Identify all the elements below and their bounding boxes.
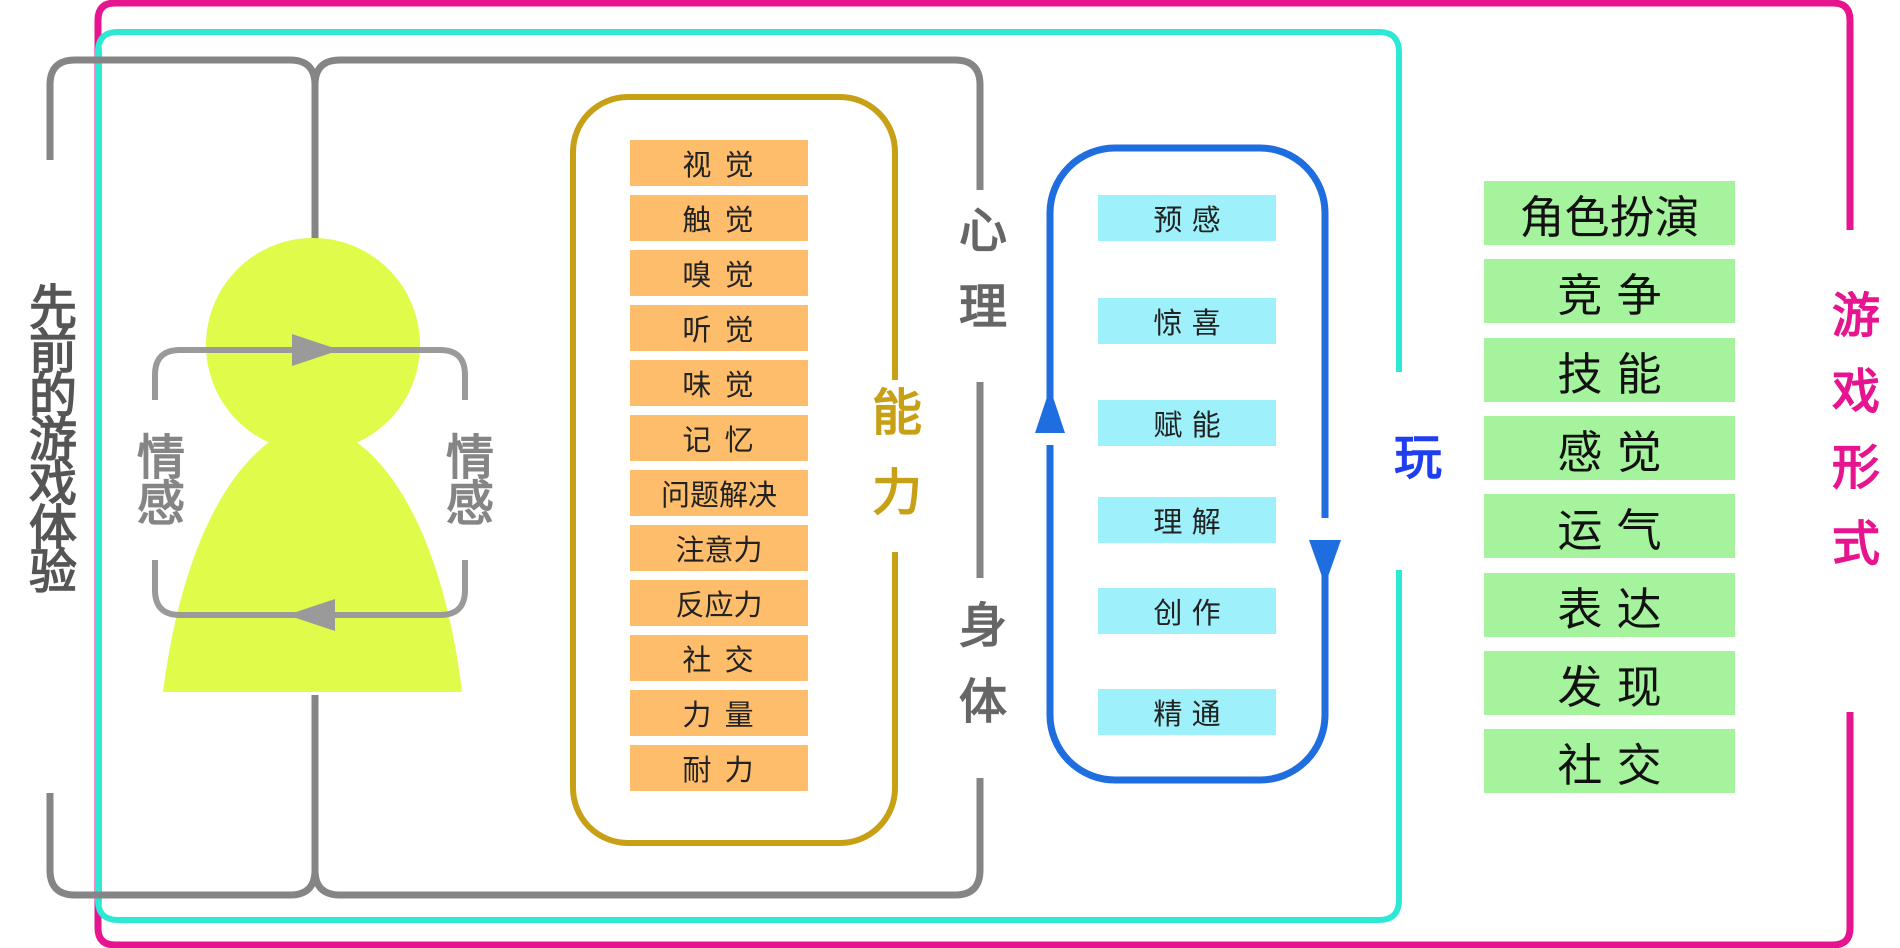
play-frame — [95, 29, 1402, 923]
ability-item: 触 觉 — [630, 195, 808, 241]
loop-arrow-up-icon — [1035, 388, 1065, 433]
mind-body-bracket — [311, 56, 984, 899]
ability-item: 嗅 觉 — [630, 250, 808, 296]
game-form-label: 游戏形式 — [1823, 290, 1879, 594]
experience-loop — [1046, 144, 1329, 784]
ability-item: 注意力 — [630, 525, 808, 571]
emotion-right-label: 情感 — [437, 432, 493, 524]
game-form-item: 社 交 — [1484, 729, 1735, 793]
experience-item: 创 作 — [1098, 588, 1276, 634]
loop-arrow-down-icon — [1309, 540, 1341, 585]
emotion-arrow-left-icon — [287, 599, 335, 631]
experience-item: 赋 能 — [1098, 400, 1276, 446]
emotion-loop — [152, 334, 468, 631]
ability-item: 味 觉 — [630, 360, 808, 406]
game-form-item: 表 达 — [1484, 573, 1735, 637]
ability-item: 视 觉 — [630, 140, 808, 186]
experience-item: 预 感 — [1098, 195, 1276, 241]
person-figure — [163, 238, 462, 692]
play-label: 玩 — [1385, 432, 1441, 480]
prior-experience-label: 先前的游戏体验 — [20, 282, 76, 590]
mind-label: 心理 — [950, 205, 1006, 357]
ability-item: 问题解决 — [630, 470, 808, 516]
experience-item: 惊 喜 — [1098, 298, 1276, 344]
emotion-arrow-right-icon — [292, 334, 340, 366]
game-form-item: 感 觉 — [1484, 416, 1735, 480]
ability-item: 社 交 — [630, 635, 808, 681]
emotion-left-label: 情感 — [128, 432, 184, 524]
ability-item: 记 忆 — [630, 415, 808, 461]
experience-item: 理 解 — [1098, 497, 1276, 543]
body-label: 身体 — [950, 600, 1006, 752]
ability-item: 力 量 — [630, 690, 808, 736]
game-form-item: 竞 争 — [1484, 259, 1735, 323]
game-form-item: 技 能 — [1484, 338, 1735, 402]
ability-item: 耐 力 — [630, 745, 808, 791]
game-form-item: 发 现 — [1484, 651, 1735, 715]
game-form-item: 角色扮演 — [1484, 181, 1735, 245]
ability-item: 听 觉 — [630, 305, 808, 351]
experience-item: 精 通 — [1098, 689, 1276, 735]
ability-item: 反应力 — [630, 580, 808, 626]
ability-label: 能力 — [864, 380, 922, 552]
game-form-item: 运 气 — [1484, 494, 1735, 558]
